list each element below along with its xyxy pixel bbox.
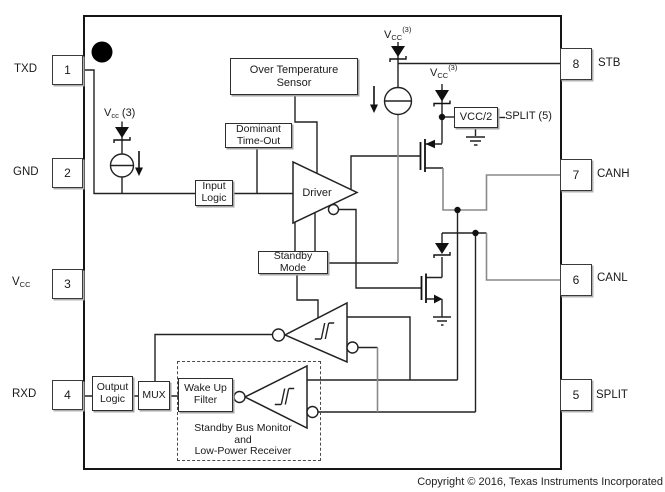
zener-diode-icon-top [389, 46, 407, 62]
pin-box-5: 5 [560, 379, 592, 411]
pin-box-8: 8 [560, 48, 592, 80]
txd-input-wire [83, 69, 293, 195]
nmos-gate-wire [338, 208, 422, 289]
ots-to-driver-wire [294, 95, 318, 185]
chip-outline [83, 15, 562, 470]
current-source-icon-left [109, 151, 143, 178]
vcc-mid-annotation: VCC(3) [430, 63, 458, 80]
hysteresis-icon [314, 322, 335, 340]
copyright-text: Copyright © 2016, Texas Instruments Inco… [417, 476, 663, 488]
nmos-transistor-icon [420, 273, 443, 304]
canh-sense-bus-wire [307, 210, 459, 381]
pin-label-split: SPLIT [596, 389, 628, 401]
receiver-enable-bubble [346, 341, 359, 354]
junction-dot [454, 206, 461, 214]
wakeup-receiver-triangle [233, 364, 319, 430]
pin-box-7: 7 [560, 159, 592, 191]
pin-box-4: 4 [52, 380, 83, 410]
zener-diode-icon-bus [433, 243, 451, 258]
pin-box-2: 2 [52, 158, 83, 188]
standby-bus-monitor-caption: Standby Bus Monitor and Low-Power Receiv… [194, 422, 292, 458]
zener-diode-icon-mid [433, 90, 451, 107]
ground-icon-vcc-half [466, 136, 485, 146]
pin1-marker-dot [91, 41, 113, 63]
hysteresis-icon [274, 387, 295, 406]
driver-triangle [292, 160, 359, 225]
nmos-drain-source-wires [426, 276, 442, 300]
driver-label: Driver [302, 187, 332, 199]
junction-dot [438, 113, 446, 121]
pin-label-gnd: GND [13, 166, 39, 178]
pin-label-txd: TXD [14, 63, 37, 75]
driver-inverting-bubble [327, 203, 340, 216]
vcc-top-annotation: VCC(3) [384, 25, 412, 42]
pin-box-6: 6 [560, 264, 592, 296]
standby-to-receiver-wire [296, 273, 319, 320]
ground-icon-nmos [433, 316, 451, 326]
pin-box-3: 3 [52, 269, 83, 299]
pin-label-rxd: RXD [12, 388, 37, 400]
vcc-left-annotation: Vcc (3) [104, 107, 136, 120]
vcc-half-block: VCC/2 [454, 107, 498, 128]
canl-sense-bus-wire [318, 233, 477, 413]
pmos-transistor-icon [419, 139, 435, 172]
canh-bus-wire [442, 168, 560, 211]
standby-bus-monitor-region: Standby Bus Monitor and Low-Power Receiv… [177, 361, 321, 461]
zener-diode-icon-left [113, 127, 131, 143]
pin-label-stb: STB [598, 57, 621, 69]
receiver-output-bubble [271, 328, 286, 342]
split-ref-annotation: SPLIT (5) [505, 110, 552, 122]
receiver-to-mux-wire [154, 333, 273, 381]
pin-box-1: 1 [52, 55, 83, 85]
mux-block: MUX [138, 381, 170, 410]
pin-label-vcc: VCC [12, 276, 31, 289]
pin-label-canl: CANL [597, 272, 628, 284]
current-source-icon-top [370, 86, 413, 116]
wakeup-output-bubble [233, 390, 246, 404]
canl-bus-wire [485, 233, 560, 281]
wakeup-enable-bubble [306, 405, 319, 419]
receiver-input-canh-jog-wire [347, 316, 411, 380]
junction-dot [472, 229, 479, 237]
main-receiver-triangle [271, 301, 359, 364]
pin-label-canh: CANH [597, 168, 630, 180]
